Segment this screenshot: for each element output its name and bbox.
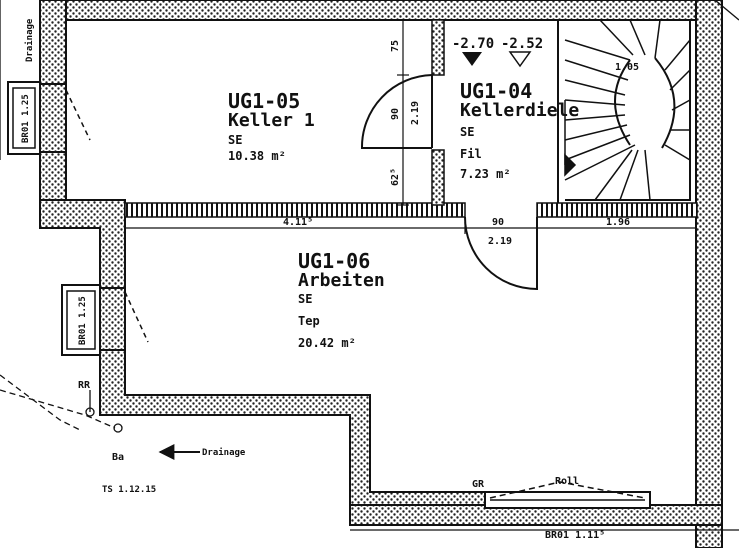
wall-upper-horizontal-right <box>536 202 698 218</box>
room-keller-id: UG1-05 <box>228 89 300 113</box>
wall-upper-horizontal-left <box>124 202 466 218</box>
room-arbeiten-name: Arbeiten <box>298 270 385 291</box>
label-ts: TS 1.12.15 <box>102 485 156 495</box>
door-arbeiten-swing <box>464 216 538 291</box>
window-1-label: BR01 1.25 <box>21 94 31 143</box>
room-keller-area: 10.38 m² <box>228 149 286 163</box>
label-ba: Ba <box>112 452 124 463</box>
dim-vertical-door-h: 2.19 <box>410 101 421 125</box>
windows <box>7 81 651 509</box>
label-gr: GR <box>472 479 485 490</box>
wall-vertical-keller-top <box>431 19 445 76</box>
interior-walls <box>124 19 698 218</box>
dimension-lines <box>124 19 739 531</box>
outer-walls <box>39 0 723 548</box>
annotations: RR Ba Drainage Drainage GR Roll TS 1.12.… <box>24 18 579 495</box>
room-keller-name: Keller 1 <box>228 110 315 131</box>
room-diele-name: Kellerdiele <box>460 100 579 121</box>
room-arbeiten-id: UG1-06 <box>298 249 370 273</box>
room-diele-code: SE <box>460 125 474 139</box>
level-markers: -2.70 -2.52 <box>452 36 543 68</box>
wall-top <box>39 0 701 21</box>
window-2-label: BR01 1.25 <box>78 296 88 345</box>
dimension-texts: 4.11⁵ 90 2.19 1.96 75 90 2.19 62⁵ BR01 1… <box>283 40 630 541</box>
drain-point-2-icon <box>113 423 123 433</box>
wall-right <box>695 0 723 548</box>
dim-bottom-wall: BR01 1.11⁵ <box>545 530 605 541</box>
stair-label: 1.05 <box>615 62 639 73</box>
doors <box>360 74 538 291</box>
room-arbeiten-area: 20.42 m² <box>298 336 356 350</box>
door-keller-swing <box>360 74 433 149</box>
dim-door-width: 90 <box>492 217 504 228</box>
label-rr: RR <box>78 380 91 391</box>
dim-door-height: 2.19 <box>488 236 512 247</box>
room-keller: UG1-05 Keller 1 SE 10.38 m² <box>228 89 315 163</box>
room-arbeiten: UG1-06 Arbeiten SE Tep 20.42 m² <box>298 249 385 350</box>
room-diele-floor: Fil <box>460 147 482 161</box>
dim-upper-left: 4.11⁵ <box>283 217 313 228</box>
wall-vertical-keller-bottom <box>431 149 445 206</box>
label-drainage-top: Drainage <box>24 18 35 62</box>
wall-left-upper <box>39 0 67 215</box>
dim-upper-right: 1.96 <box>606 217 630 228</box>
wall-left-lower <box>39 199 651 511</box>
label-drainage: Drainage <box>202 447 246 458</box>
room-keller-code: SE <box>228 133 242 147</box>
room-arbeiten-code: SE <box>298 292 312 306</box>
level-right: -2.52 <box>501 36 543 52</box>
staircase <box>564 19 691 201</box>
level-left: -2.70 <box>452 36 494 52</box>
level-marker-left-icon <box>462 52 482 66</box>
room-diele-area: 7.23 m² <box>460 167 511 181</box>
room-arbeiten-floor: Tep <box>298 314 320 328</box>
room-diele: UG1-04 Kellerdiele SE Fil 7.23 m² <box>460 79 579 181</box>
dim-vertical-bottom: 62⁵ <box>390 168 401 186</box>
dim-vertical-top: 75 <box>390 40 401 52</box>
label-roll: Roll <box>555 476 579 487</box>
dim-vertical-door-w: 90 <box>390 108 401 120</box>
level-marker-right-icon <box>508 51 532 68</box>
room-diele-id: UG1-04 <box>460 79 532 103</box>
drain-point-icon <box>85 407 95 417</box>
exterior-lines <box>0 0 739 460</box>
